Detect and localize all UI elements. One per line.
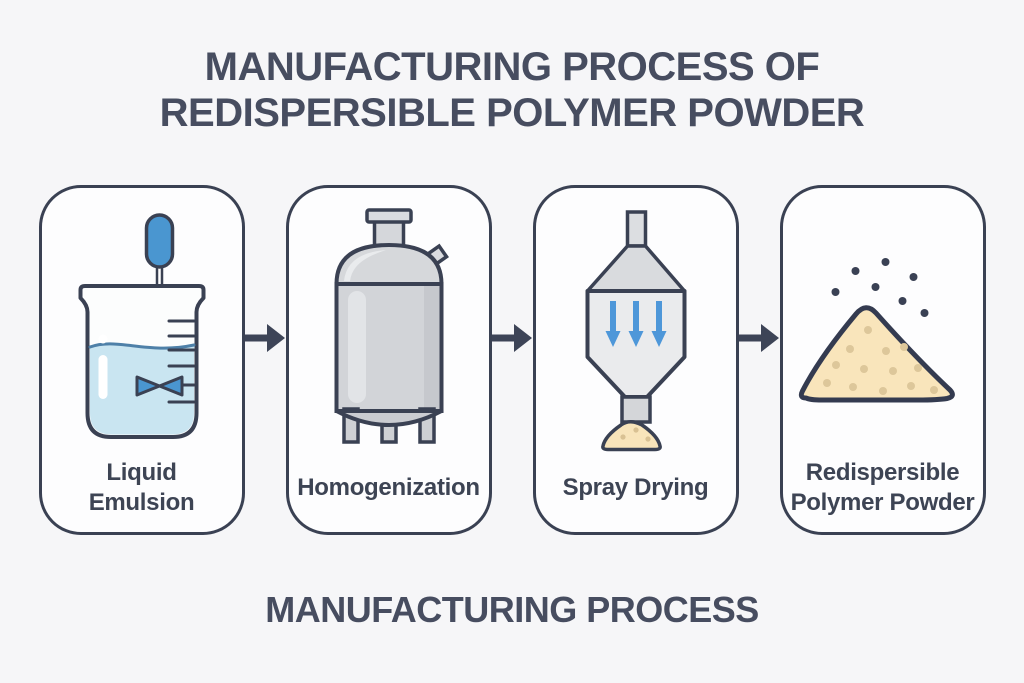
tank-dome-highlight <box>343 250 386 281</box>
powder-pile-dots <box>822 326 938 395</box>
powder-specks <box>831 258 928 317</box>
liquid-highlight-bar <box>98 355 107 399</box>
step-card-spray-drying: Spray Drying <box>532 185 739 535</box>
process-flow: Liquid Emulsion <box>0 185 1024 535</box>
liquid-surface-line <box>88 342 195 350</box>
liquid-highlight-dot <box>98 334 107 344</box>
stirrer-handle <box>144 213 174 269</box>
flow-arrow-icon <box>244 324 285 352</box>
flow-arrow-icon <box>738 324 779 352</box>
tank-body-shade <box>423 286 439 409</box>
label-line: Polymer Powder <box>790 488 975 516</box>
tank-body-highlight <box>347 291 366 403</box>
label-line: Homogenization <box>297 473 480 501</box>
connector-3 <box>738 185 780 535</box>
step-label-spray-drying: Spray Drying <box>563 455 709 532</box>
spray-arrows <box>605 301 666 347</box>
flow-arrow-icon <box>491 324 532 352</box>
powder-pile-icon <box>798 258 955 403</box>
footer-title: MANUFACTURING PROCESS <box>265 589 759 630</box>
page-title-line2: REDISPERSIBLE POLYMER POWDER <box>159 91 865 135</box>
page-title: MANUFACTURING PROCESS OF REDISPERSIBLE P… <box>0 0 1024 136</box>
dryer-funnel <box>585 244 686 293</box>
step-card-polymer-powder: Redispersible Polymer Powder <box>779 185 986 535</box>
page-title-line1: MANUFACTURING PROCESS OF <box>204 45 820 89</box>
tank-bottom <box>334 409 443 427</box>
dryer-outlet <box>619 395 652 424</box>
powder-pile <box>798 305 955 403</box>
propeller <box>135 375 183 397</box>
label-line: Liquid <box>106 458 177 486</box>
step-card-homogenization: Homogenization <box>285 185 492 535</box>
tank-flange <box>364 208 413 224</box>
step-card-liquid-emulsion: Liquid Emulsion <box>38 185 245 535</box>
label-line: Spray Drying <box>562 473 709 501</box>
step-label-homogenization: Homogenization <box>297 455 480 532</box>
dryer-inlet-pipe <box>625 210 647 248</box>
tank-dome <box>334 243 443 286</box>
step-label-liquid-emulsion: Liquid Emulsion <box>89 455 195 532</box>
spray-dryer-icon <box>585 210 686 452</box>
homogenizer-tank-icon <box>334 208 449 444</box>
connector-2 <box>491 185 533 535</box>
label-line: Emulsion <box>88 488 195 516</box>
step-label-polymer-powder: Redispersible Polymer Powder <box>791 455 975 532</box>
beaker-stirrer-icon <box>78 213 205 439</box>
small-pile-dots <box>619 427 651 442</box>
label-line: Redispersible <box>805 458 960 486</box>
small-powder-pile <box>600 420 662 452</box>
connector-1 <box>244 185 286 535</box>
